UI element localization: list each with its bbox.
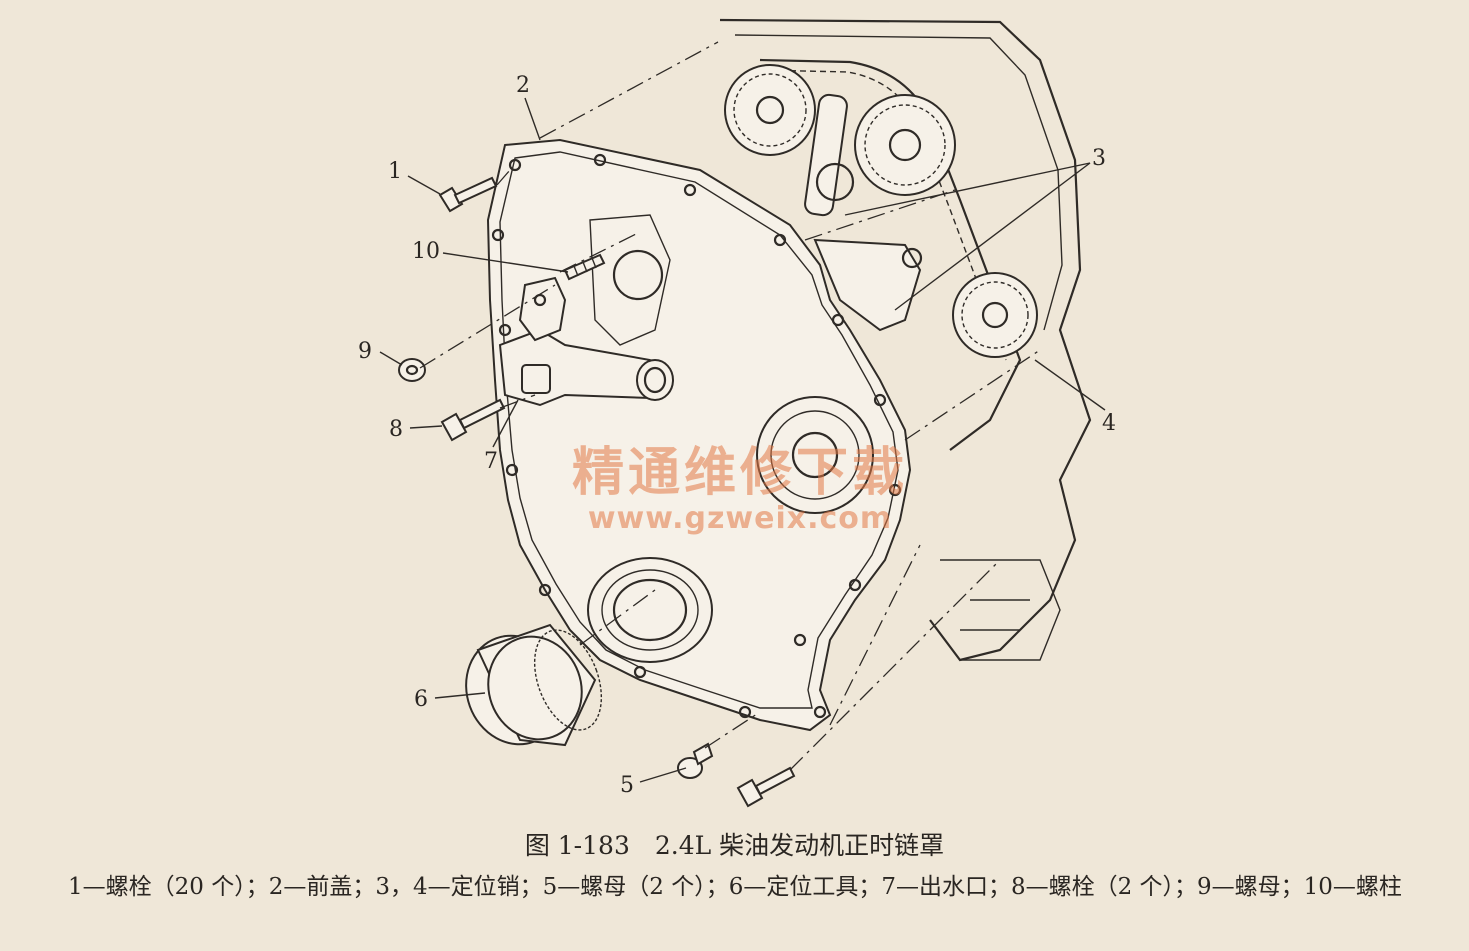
water-outlet: [498, 328, 674, 407]
callout-10: 10: [412, 239, 440, 264]
figure-legend: 1—螺栓（20 个）；2—前盖；3，4—定位销；5—螺母（2 个）；6—定位工具…: [68, 874, 1402, 900]
callout-2: 2: [516, 73, 530, 98]
bolt-8: [440, 398, 506, 442]
callout-9: 9: [358, 339, 372, 364]
bracket-plate: [518, 276, 567, 342]
bolt-1: [438, 176, 498, 213]
timing-cover-diagram: 1 2 3 4 5 6 7 8 9 10: [358, 18, 1116, 808]
figure-caption: 图 1-183 2.4L 柴油发动机正时链罩: [524, 831, 945, 860]
alignment-lines: [419, 41, 1041, 771]
chain-tensioner: [804, 93, 923, 332]
camshaft-sprocket-left: [724, 64, 816, 156]
nut-5: [677, 742, 714, 779]
leader-lines: [379, 97, 1106, 783]
callout-3: 3: [1092, 146, 1106, 171]
alignment-tool: [465, 623, 603, 747]
camshaft-sprocket-right: [854, 94, 956, 196]
callout-7: 7: [484, 449, 498, 474]
callout-4: 4: [1102, 411, 1116, 436]
callout-6: 6: [414, 687, 428, 712]
callout-8: 8: [389, 417, 403, 442]
crank-side-sprocket: [952, 272, 1038, 358]
callout-1: 1: [388, 159, 402, 184]
bolt-lower: [736, 766, 796, 808]
callout-5: 5: [620, 773, 634, 798]
stud: [563, 253, 606, 281]
engine-block: [719, 18, 1092, 662]
callout-labels: 1 2 3 4 5 6 7 8 9 10: [358, 73, 1116, 798]
nut-9: [398, 358, 426, 382]
front-cover: [486, 138, 912, 732]
